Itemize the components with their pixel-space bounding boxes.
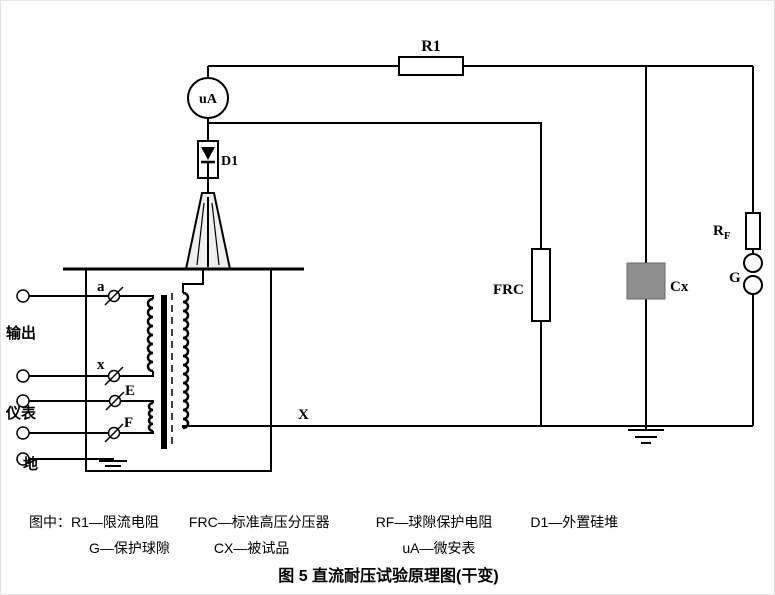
- ground-port: [16, 452, 30, 466]
- d1-label: D1: [221, 154, 238, 169]
- transformer-tank: [85, 268, 272, 472]
- meter-port-f: [16, 426, 30, 440]
- terminal-x-tap: [104, 366, 124, 386]
- legend-row-2: G—保护球隙 CX—被试品 uA—微安表: [89, 538, 475, 558]
- terminal-f-tap: [104, 423, 124, 443]
- cx-test-object-body: [626, 262, 666, 300]
- circuit-diagram: R1 uA D1: [5, 38, 763, 473]
- terminal-f-label: F: [124, 415, 133, 431]
- x-node-label: X: [298, 407, 309, 423]
- panel-ports: [16, 289, 30, 466]
- meter-label: 仪表: [5, 404, 37, 422]
- terminal-x-wire: [29, 371, 154, 377]
- legend-item-r1: R1—限流电阻: [71, 514, 159, 530]
- output-label: 输出: [6, 324, 36, 342]
- meter-port-e: [16, 394, 30, 408]
- g-label: G: [729, 270, 741, 286]
- cx-label: Cx: [670, 279, 689, 295]
- terminal-e-tap: [105, 391, 125, 411]
- output-port-a: [16, 289, 30, 303]
- terminal-a-tap-slash: [104, 286, 124, 306]
- terminal-a-wire: [29, 295, 154, 299]
- cx-test-object: Cx: [626, 262, 689, 444]
- frc-divider-body: [531, 248, 551, 322]
- legend-item-rf: RF—球隙保护电阻: [375, 514, 493, 530]
- terminal-a-tap: [104, 286, 124, 306]
- meter-winding-ef: [147, 401, 154, 433]
- legend-item-ua: uA—微安表: [402, 540, 476, 556]
- hv-bushing: [184, 192, 232, 270]
- r1-resistor-body: [398, 56, 464, 76]
- legend-item-d1: D1—外置硅堆: [530, 514, 619, 530]
- r1-label: R1: [421, 38, 441, 55]
- terminal-e-label: E: [125, 383, 135, 399]
- cx-ground-symbol: [628, 426, 664, 444]
- frc-label: FRC: [493, 282, 524, 298]
- hv-winding-top-wire: [182, 269, 204, 293]
- terminal-x-tap-slash: [104, 366, 124, 386]
- diode-d1: D1: [197, 140, 238, 179]
- bottom-x-bus-wire: [182, 425, 753, 428]
- ua-label: uA: [199, 92, 218, 107]
- sphere-gap-g: G: [729, 253, 763, 295]
- bushing-hatch-right: [211, 202, 220, 266]
- ground-label: 地: [23, 455, 38, 473]
- legend-item-frc: FRC—标准高压分压器: [188, 514, 330, 530]
- terminal-x-label: x: [97, 357, 105, 373]
- tap-terminals: [104, 286, 125, 443]
- terminal-f-wire: [29, 431, 154, 434]
- microammeter: uA: [187, 77, 229, 119]
- terminal-f-tap-slash: [104, 423, 124, 443]
- sphere-gap-upper: [743, 253, 763, 273]
- figure-caption: 图 5 直流耐压试验原理图(干变): [278, 568, 499, 585]
- diode-triangle-icon: [201, 147, 215, 160]
- core-limb: [161, 295, 167, 449]
- terminal-e-tap-slash: [105, 391, 125, 411]
- r1-resistor: R1: [398, 38, 464, 76]
- legend-row-1: 图中：R1—限流电阻 FRC—标准高压分压器 RF—球隙保护电阻 D1—外置硅堆: [29, 512, 618, 532]
- bushing-hatch-left: [196, 202, 205, 266]
- rf-label-sub: F: [724, 230, 731, 242]
- terminal-e-wire: [29, 400, 154, 403]
- microammeter-circle: [187, 77, 229, 119]
- legend-prefix: 图中：: [29, 514, 71, 530]
- output-port-x: [16, 369, 30, 383]
- tank-ground-symbol: [99, 460, 127, 472]
- hv-winding: [182, 291, 190, 430]
- frc-top-wire: [208, 122, 542, 249]
- terminal-a-label: a: [97, 279, 105, 295]
- legend-item-cx: CX—被试品: [213, 540, 290, 556]
- rf-label: RF: [713, 223, 731, 242]
- rf-resistor: RF: [713, 212, 761, 250]
- legend-item-g: G—保护球隙: [89, 540, 170, 556]
- rf-resistor-body: [745, 212, 761, 250]
- transformer: a x E F: [63, 267, 304, 472]
- frc-divider: FRC: [493, 248, 551, 322]
- lv-winding-ax: [146, 297, 154, 373]
- rf-label-main: R: [713, 223, 724, 239]
- sphere-gap-lower: [743, 275, 763, 295]
